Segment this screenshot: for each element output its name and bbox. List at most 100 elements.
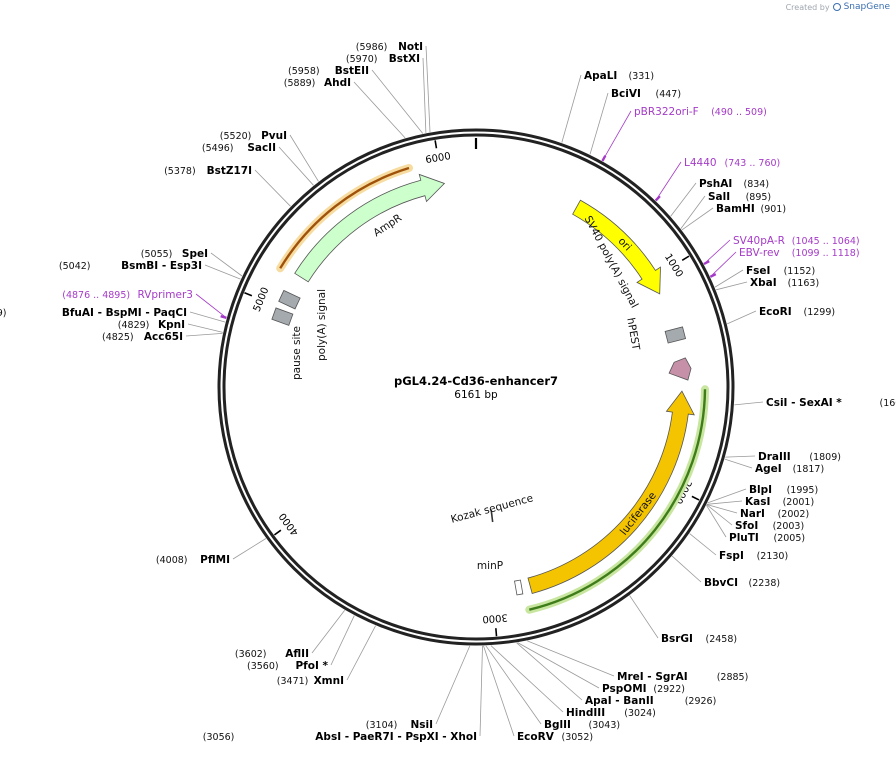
- ori-arrow: [572, 199, 661, 295]
- enzyme-label: AhdI(5889): [284, 77, 351, 89]
- minp-label: minP: [477, 560, 503, 572]
- site-position: (5378): [164, 166, 196, 177]
- primer-marker: [709, 273, 717, 278]
- enzyme-label: EcoRI(1299): [759, 306, 835, 318]
- site-name: SpeI: [182, 248, 208, 260]
- site-name: NarI: [740, 508, 765, 520]
- enzyme-label: EcoRV (3052): [517, 731, 593, 743]
- site-position: (5970): [346, 54, 378, 65]
- leader-line: [724, 458, 753, 469]
- primer-label: EBV-rev (1099 .. 1118): [739, 247, 860, 259]
- enzyme-label: SfoI(2003): [735, 520, 804, 532]
- site-position: (1099 .. 1118): [792, 248, 860, 259]
- backbone-inner-strand: [222, 133, 730, 641]
- poly-a-signal-label: poly(A) signal: [316, 289, 328, 361]
- leader-line: [681, 207, 714, 231]
- leader-line: [734, 401, 764, 406]
- site-name: EcoRV: [517, 731, 555, 743]
- site-labels: ApaLI(331)BciVI(447)PshAI(834)SalI(895)B…: [0, 41, 896, 743]
- site-position: (5496): [202, 143, 234, 154]
- ampr-arrow: [294, 173, 446, 283]
- enzyme-label: BstZ17I(5378): [164, 165, 252, 177]
- ruler-tick-label: 6000: [425, 151, 452, 166]
- leader-line: [706, 504, 733, 526]
- enzyme-label: HindIII(3024): [566, 707, 656, 719]
- site-name: PspOMI: [602, 683, 647, 695]
- leader-line: [602, 110, 632, 162]
- site-name: NotI: [398, 41, 423, 53]
- ruler-tick-label: 4000: [277, 510, 301, 537]
- site-name: BciVI: [611, 88, 641, 100]
- poly-a-signal-box: [278, 289, 301, 310]
- site-name: XmnI: [314, 675, 344, 687]
- ruler-tick: [681, 255, 690, 261]
- leader-line: [706, 504, 727, 538]
- site-name: BamHI: [716, 203, 755, 215]
- site-position: (3560): [247, 661, 279, 672]
- leader-line: [670, 182, 697, 217]
- leader-line: [435, 645, 471, 725]
- enzyme-label: PshAI(834): [699, 178, 769, 190]
- site-name: BstEII: [335, 65, 369, 77]
- site-name: KasI: [745, 496, 770, 508]
- enzyme-label: BglII(3043): [544, 719, 620, 731]
- site-position: (2926): [685, 696, 717, 707]
- enzyme-label: BsrGI(2458): [661, 633, 737, 645]
- site-name: EBV-rev: [739, 247, 780, 259]
- site-position: (3056): [203, 732, 235, 743]
- site-position: (1995): [787, 485, 819, 496]
- leader-line: [516, 642, 583, 701]
- site-name: CsiI - SexAI *: [766, 397, 842, 409]
- site-position: (5520): [220, 131, 252, 142]
- site-position: (5055): [141, 249, 173, 260]
- primer-marker: [220, 315, 227, 319]
- leader-line: [706, 504, 738, 514]
- leader-line: [725, 455, 756, 458]
- hpest-label: hPEST: [624, 317, 642, 352]
- leader-line: [425, 45, 431, 133]
- enzyme-label: FseI(1152): [746, 265, 815, 277]
- site-name: SalI: [708, 191, 730, 203]
- primer-marker: [703, 260, 710, 266]
- leader-line: [655, 161, 682, 201]
- backbone-outer-strand: [217, 128, 735, 646]
- site-name: AbsI - PaeR7I - PspXI - XhoI: [315, 731, 477, 743]
- site-name: XbaI: [750, 277, 777, 289]
- enzyme-label: BfuAI - BspMI - PaqCI(4869): [0, 307, 187, 319]
- enzyme-label: ApaI - BanII(2926): [585, 695, 716, 707]
- site-name: MreI - SgrAI: [617, 671, 688, 683]
- enzyme-label: BbvCI (2238): [704, 577, 780, 589]
- site-name: BstXI: [389, 53, 420, 65]
- site-name: BlpI: [749, 484, 772, 496]
- luciferase-arrow: [527, 390, 695, 594]
- leader-line: [629, 595, 659, 639]
- leader-line: [561, 74, 582, 143]
- site-name: Acc65I: [144, 331, 183, 343]
- sv40-poly-a-signal-box: [664, 326, 687, 344]
- leader-line: [346, 625, 376, 681]
- primer-label: pBR322ori-F(490 .. 509): [634, 106, 767, 118]
- site-name: PshAI: [699, 178, 732, 190]
- enzyme-label: AgeI(1817): [755, 463, 824, 475]
- site-position: (3052): [562, 732, 594, 743]
- enzyme-label: PspOMI(2922): [602, 683, 685, 695]
- site-name: RVprimer3: [138, 289, 194, 301]
- kozak-sequence-marker: [490, 509, 494, 523]
- site-name: EcoRI: [759, 306, 792, 318]
- leader-line: [189, 311, 226, 323]
- luciferase-outer-line: [529, 389, 707, 611]
- leader-line: [330, 615, 355, 666]
- site-name: FspI: [719, 550, 744, 562]
- ruler-tick: [273, 529, 282, 536]
- site-position: (1608): [880, 398, 896, 409]
- site-position: (5042): [59, 261, 91, 272]
- site-position: (2238): [749, 578, 781, 589]
- leader-line: [485, 645, 542, 725]
- watermark-created-by: Created by: [785, 2, 830, 12]
- site-name: BbvCI: [704, 577, 738, 589]
- site-name: SfoI: [735, 520, 758, 532]
- site-name: pBR322ori-F: [634, 106, 699, 118]
- leader-line: [371, 69, 424, 134]
- leader-line: [703, 239, 731, 265]
